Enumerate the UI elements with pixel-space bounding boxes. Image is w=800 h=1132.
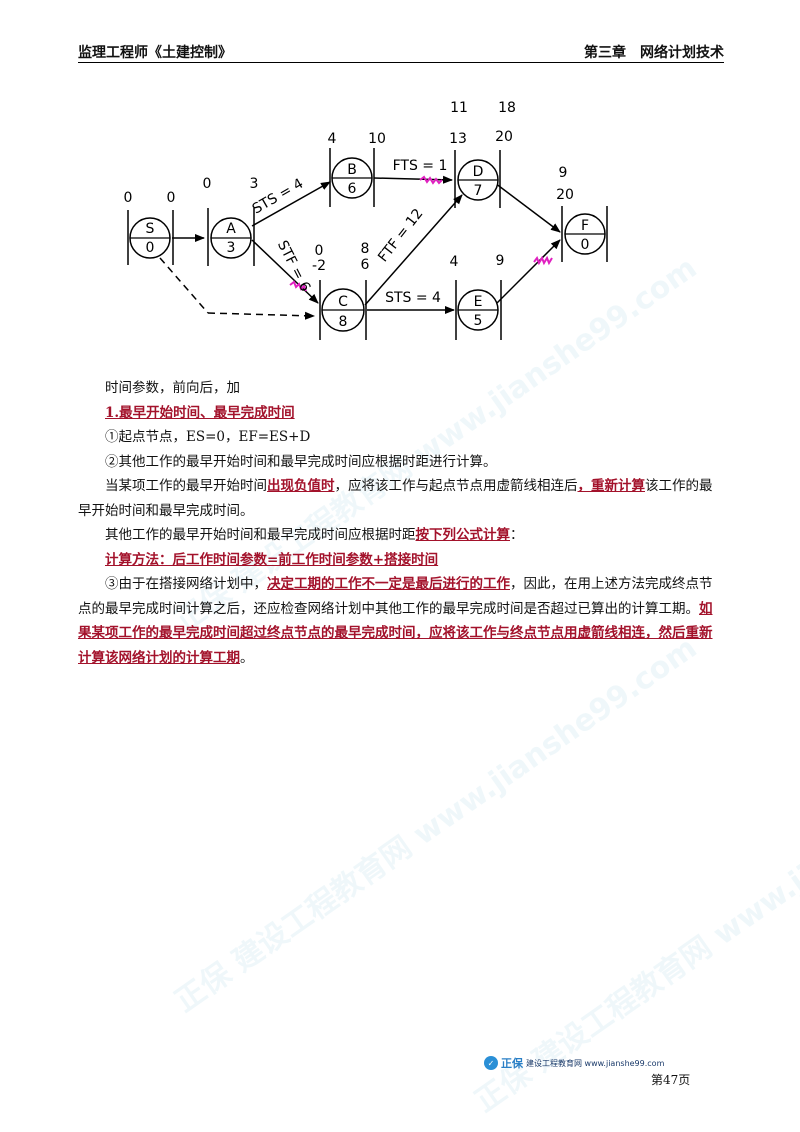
e-es: 4 (450, 254, 459, 270)
logo-icon: ✓ (484, 1056, 498, 1070)
para-other-works: ②其他工作的最早开始时间和最早完成时间应根据时距进行计算。 (105, 453, 497, 470)
logo-text: 建设工程教育网 www.jianshe99.com (526, 1058, 665, 1068)
c-ef-revised: 6 (361, 257, 370, 273)
header-book-title: 监理工程师《土建控制》 (78, 45, 232, 61)
d-es: 13 (449, 131, 467, 147)
node-e-duration: 5 (474, 313, 483, 329)
edge-a-c (251, 239, 319, 304)
highlight-mark (289, 280, 307, 292)
para-negative: 当某项工作的最早开始时间出现负值时，应将该工作与起点节点用虚箭线相连后，重新计算… (78, 478, 713, 519)
node-a-duration: 3 (227, 240, 236, 256)
footer-logo: ✓ 正保 建设工程教育网 www.jianshe99.com (484, 1055, 664, 1071)
edge-a-b (251, 181, 331, 227)
node-b: B 6 (329, 148, 375, 207)
b-ef: 10 (368, 131, 386, 147)
edge-s-c-dummy (207, 311, 315, 320)
formula-text: 计算方法：后工作时间参数=前工作时间参数+搭接时间 (105, 551, 439, 568)
node-a: A 3 (207, 208, 255, 266)
edge-e-f (494, 239, 561, 306)
node-a-label: A (226, 221, 236, 237)
a-ef: 3 (250, 176, 259, 192)
header-chapter-title: 第三章 网络计划技术 (584, 45, 724, 61)
b-es: 4 (328, 131, 337, 147)
edge-label-b-d: FTS = 1 (393, 158, 448, 174)
node-f-duration: 0 (581, 237, 590, 253)
s-ef: 0 (167, 190, 176, 206)
node-c: C 8 (319, 280, 367, 340)
f-ef: 20 (556, 187, 574, 203)
para-intro: 时间参数，前向后，加 (105, 380, 240, 396)
node-e: E 5 (455, 280, 502, 340)
c-ef: 8 (361, 241, 370, 257)
highlight-mark (419, 175, 443, 185)
edge-label-c-d: FTF = 12 (375, 206, 426, 265)
edge-d-f (494, 182, 561, 233)
edge-s-c-dummy (159, 257, 209, 314)
node-f: F 0 (561, 206, 608, 262)
node-c-label: C (338, 294, 348, 310)
node-d-label: D (473, 164, 484, 180)
para-start-node: ①起点节点，ES=0，EF=ES+D (105, 429, 311, 445)
e-ef: 9 (496, 253, 505, 269)
node-b-label: B (347, 162, 357, 178)
d-ef: 20 (495, 129, 513, 145)
node-c-duration: 8 (339, 314, 348, 330)
d-es-first: 11 (450, 100, 468, 116)
c-es: 0 (315, 243, 324, 259)
edge-c-d (364, 194, 463, 306)
d-ef-first: 18 (498, 100, 516, 116)
edge-label-c-e: STS = 4 (385, 290, 441, 306)
f-es: 9 (559, 165, 568, 181)
a-es: 0 (203, 176, 212, 192)
s-es: 0 (124, 190, 133, 206)
para-duration-check: ③由于在搭接网络计划中，决定工期的工作不一定是最后进行的工作，因此，在用上述方法… (78, 576, 713, 666)
edge-b-d (373, 175, 453, 184)
page-number: 第47页 (651, 1073, 691, 1087)
node-s-duration: 0 (146, 240, 155, 256)
node-d: D 7 (454, 150, 501, 208)
section-heading: 1.最早开始时间、最早完成时间 (105, 404, 295, 421)
network-diagram: S 0 A 3 B 6 C 8 D 7 E 5 (124, 100, 608, 340)
logo-brand: 正保 (501, 1057, 523, 1070)
watermark: 正保 建设工程教育网 www.jianshe99.com (168, 630, 704, 1020)
node-f-label: F (581, 218, 589, 234)
c-es-revised: -2 (312, 258, 326, 274)
highlight-mark (533, 255, 553, 266)
node-b-duration: 6 (348, 181, 357, 197)
para-formula-intro: 其他工作的最早开始时间和最早完成时间应根据时距按下列公式计算： (105, 527, 524, 543)
node-s-label: S (146, 221, 155, 237)
node-e-label: E (474, 294, 483, 310)
node-s: S 0 (127, 210, 174, 265)
page-header: 监理工程师《土建控制》 第三章 网络计划技术 (78, 40, 724, 63)
body-text: 时间参数，前向后，加 1.最早开始时间、最早完成时间 ①起点节点，ES=0，EF… (78, 376, 724, 670)
node-d-duration: 7 (474, 183, 483, 199)
